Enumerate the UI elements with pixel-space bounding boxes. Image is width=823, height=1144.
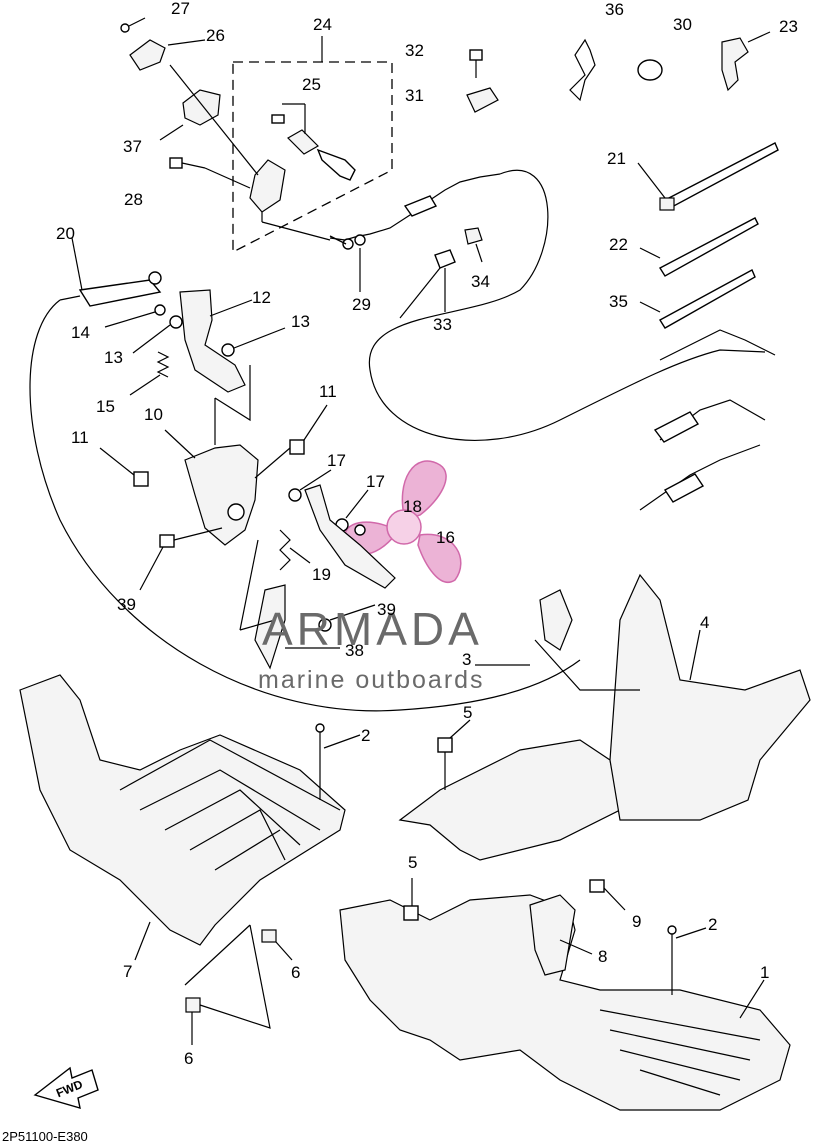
callout-35: 35 <box>609 292 628 311</box>
callout-17-left: 17 <box>327 451 346 470</box>
callout-3: 3 <box>462 650 471 669</box>
callout-22: 22 <box>609 235 628 254</box>
callout-2-left: 2 <box>361 726 370 745</box>
callout-13-right: 13 <box>291 312 310 331</box>
callout-4: 4 <box>700 613 709 632</box>
left-floor-panel <box>19 674 361 1045</box>
callout-17-right: 17 <box>366 472 385 491</box>
callout-19: 19 <box>312 565 331 584</box>
callout-36: 36 <box>605 0 624 19</box>
callout-32: 32 <box>405 41 424 60</box>
callout-39-left: 39 <box>117 595 136 614</box>
callout-8: 8 <box>598 947 607 966</box>
callout-14: 14 <box>71 323 90 342</box>
callout-labels: 27 26 37 28 24 25 32 31 36 30 23 21 22 3… <box>56 0 798 1068</box>
callout-6-right: 6 <box>291 963 300 982</box>
callout-30: 30 <box>673 15 692 34</box>
callout-2-right: 2 <box>708 915 717 934</box>
callout-10: 10 <box>144 405 163 424</box>
callout-12: 12 <box>252 288 271 307</box>
watermark-tagline: marine outboards <box>258 666 485 694</box>
callout-31: 31 <box>405 86 424 105</box>
callout-5-top: 5 <box>463 703 472 722</box>
callout-1: 1 <box>760 963 769 982</box>
callout-37: 37 <box>123 137 142 156</box>
callout-33: 33 <box>433 315 452 334</box>
callout-5-bottom: 5 <box>408 853 417 872</box>
callout-6-left: 6 <box>184 1049 193 1068</box>
callout-20: 20 <box>56 224 75 243</box>
callout-24: 24 <box>313 15 332 34</box>
callout-15: 15 <box>96 397 115 416</box>
right-floor-panel <box>339 878 791 1111</box>
callout-16: 16 <box>436 528 455 547</box>
callout-25: 25 <box>302 75 321 94</box>
callout-38: 38 <box>345 641 364 660</box>
callout-7: 7 <box>123 962 132 981</box>
callout-29: 29 <box>352 295 371 314</box>
bracket-assembly <box>59 237 396 670</box>
callout-21: 21 <box>607 149 626 168</box>
callout-26: 26 <box>206 26 225 45</box>
callout-39-right: 39 <box>377 600 396 619</box>
drawing-code: 2P51100-E380 <box>2 1129 88 1144</box>
callout-11-right: 11 <box>319 382 337 401</box>
callout-23: 23 <box>779 17 798 36</box>
callout-28: 28 <box>124 190 143 209</box>
shift-lever-assembly <box>120 17 393 254</box>
callout-34: 34 <box>471 272 490 291</box>
fwd-direction-arrow: FWD <box>33 1066 99 1109</box>
callout-9: 9 <box>632 912 641 931</box>
callout-18: 18 <box>403 497 422 516</box>
watermark-brand: ARMADA <box>262 603 483 655</box>
callout-27: 27 <box>171 0 190 18</box>
small-fasteners <box>466 31 779 511</box>
callout-13-left: 13 <box>104 348 123 367</box>
control-cable-assembly <box>29 169 766 712</box>
callout-11-left: 11 <box>71 428 89 447</box>
cover-panel-assembly <box>398 573 811 861</box>
